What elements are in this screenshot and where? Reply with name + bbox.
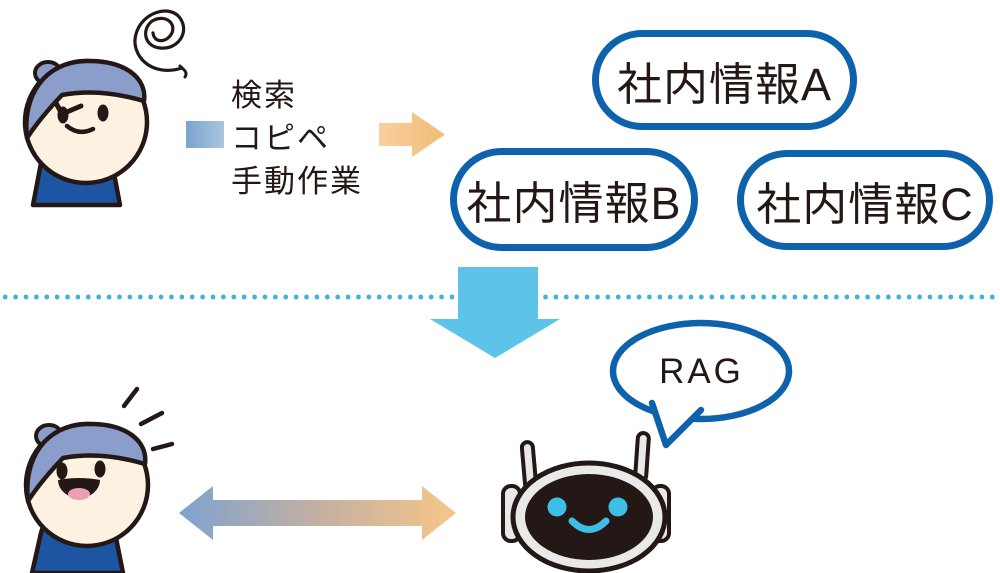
right-arrow-icon — [379, 112, 445, 157]
left-right-arrow-icon — [179, 486, 456, 540]
info-card-c-label: 社内情報C — [756, 178, 974, 230]
down-arrow-icon — [430, 267, 560, 358]
speech-bubble — [609, 319, 793, 449]
frustrated-person-illustration — [22, 58, 150, 208]
excitement-lines-icon — [121, 386, 175, 452]
bubble-label: RAG — [659, 352, 744, 391]
rag-chatbot-robot-illustration — [501, 431, 671, 573]
info-card-b-label: 社内情報B — [466, 178, 682, 229]
info-card-c: 社内情報C — [737, 150, 993, 250]
task-item-search: 検索 — [231, 78, 297, 113]
info-card-a: 社内情報A — [592, 30, 857, 130]
blue-square-bullet — [186, 121, 224, 148]
task-item-manual-work: 手動作業 — [231, 164, 363, 199]
frustration-scribble-icon — [133, 9, 188, 79]
info-card-b: 社内情報B — [450, 148, 698, 251]
happy-person-illustration — [23, 421, 151, 573]
task-item-copy-paste: コピペ — [231, 121, 330, 156]
info-card-a-label: 社内情報A — [616, 58, 832, 110]
manual-tasks-list: 検索 コピペ 手動作業 — [231, 74, 363, 203]
